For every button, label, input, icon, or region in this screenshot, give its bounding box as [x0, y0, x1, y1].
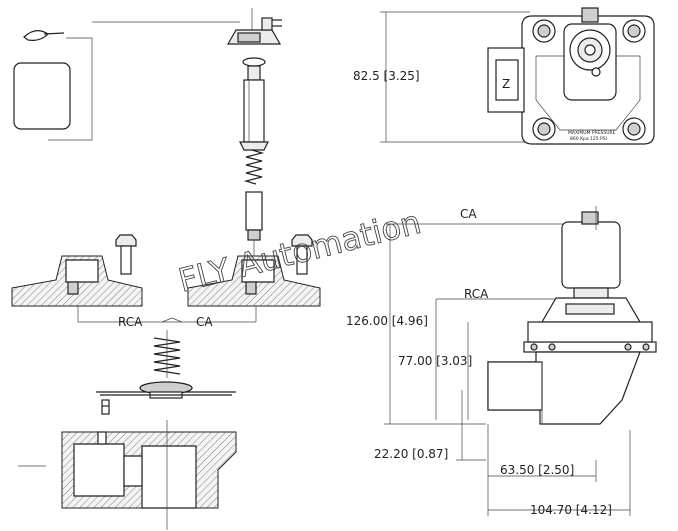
valve-body-section [18, 420, 237, 530]
bottom-height-dimension: 22.20 [0.87] [374, 447, 448, 461]
cover-bolt-right [291, 234, 313, 275]
top-corner-bolt-tl [532, 19, 556, 43]
coil-body [13, 62, 71, 130]
plunger [245, 191, 263, 262]
flow-type-bracket: RCA CA [78, 315, 256, 329]
top-view: 82.5 [3.25] Z [353, 7, 655, 145]
ca-flow-label: CA [196, 315, 213, 329]
assembly-leader-line [48, 37, 93, 141]
exploded-view: RCA CA [11, 8, 321, 530]
plunger-spring [243, 149, 265, 185]
port-connector-top: Z [487, 47, 525, 113]
solenoid-head-top [563, 7, 617, 101]
side-bonnet [540, 297, 642, 323]
rating-plate: MAXIMUM PRESSURE 860 Kpa 125 PSI [568, 130, 616, 142]
top-view-height-dimension: 82.5 [3.25] [353, 69, 420, 83]
side-view: CA RCA 126.00 [4.96] 77.00 [3.03] 22.20 … [346, 206, 657, 517]
center-width-dimension: 63.50 [2.50] [500, 463, 574, 477]
solenoid-letter: Z [502, 77, 510, 91]
side-ca-label: CA [460, 207, 477, 221]
overall-height-dimension: 126.00 [4.96] [346, 314, 428, 328]
top-corner-bolt-tr [622, 19, 646, 43]
svg-text:860 Kpa 125 PSI: 860 Kpa 125 PSI [570, 136, 607, 142]
armature-tube [239, 57, 269, 151]
side-flange [523, 321, 657, 353]
side-solenoid-coil [561, 206, 621, 299]
mid-height-dimension: 77.00 [3.03] [398, 354, 472, 368]
side-valve-body [487, 351, 641, 425]
coil-top-fitting [226, 8, 282, 45]
diaphragm [96, 381, 236, 399]
top-corner-bolt-br [622, 117, 646, 141]
cover-bolt-left [115, 234, 137, 275]
side-rca-label: RCA [464, 287, 489, 301]
rca-flow-label: RCA [118, 315, 143, 329]
svg-text:MAXIMUM PRESSURE: MAXIMUM PRESSURE [568, 130, 616, 136]
overall-width-dimension: 104.70 [4.12] [530, 503, 612, 517]
valve-cover-rca [11, 255, 143, 322]
bleed-pin [101, 399, 110, 415]
top-corner-bolt-bl [532, 117, 556, 141]
retaining-clip-icon [23, 30, 65, 41]
valve-cover-ca [187, 255, 321, 322]
